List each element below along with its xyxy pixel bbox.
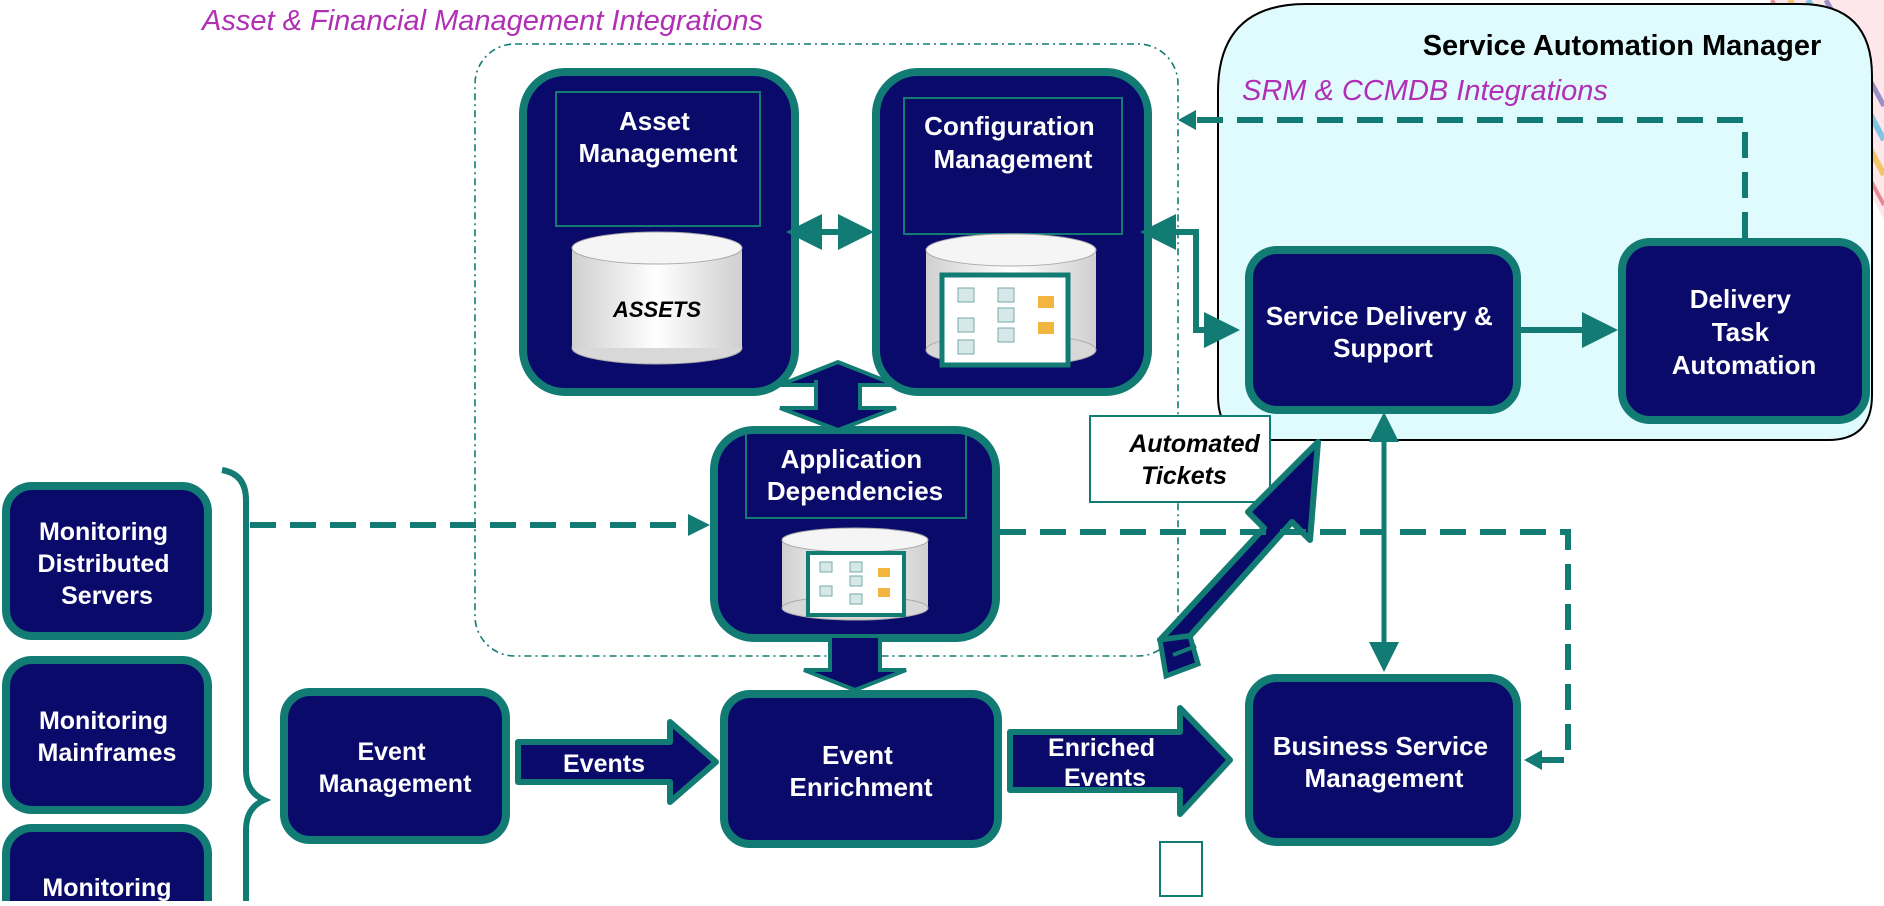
enriched-events-label-1: Enriched: [1048, 734, 1155, 762]
svg-text:Automated Tickets: Automated Tickets: [1128, 430, 1267, 490]
svg-text:Service Delivery & Suppo: Service Delivery & Support: [1266, 301, 1500, 363]
bsm-label-1: Business Service: [1273, 731, 1488, 761]
config-service-delivery-connector: [1140, 214, 1240, 348]
automated-tickets-label-box: [1089, 415, 1271, 503]
dependencies-up-down-arrow: [779, 359, 897, 433]
event-management-box[interactable]: Event Management: [280, 688, 510, 844]
application-dependencies-label-2: Dependencies: [767, 476, 943, 506]
dependencies-to-enrichment-arrow: [803, 634, 907, 693]
srm-ccmdb-title: SRM & CCMDB Integrations: [1242, 75, 1608, 107]
bsm-label-2: Management: [1305, 763, 1464, 793]
dependencies-to-bsm-dashed-arrow: [1000, 529, 1571, 763]
small-empty-box: [1159, 841, 1203, 897]
dependencies-database-icon: [781, 527, 929, 621]
enriched-events-label-2: Events: [1064, 764, 1146, 792]
configuration-management-label-1: Configuration: [924, 111, 1094, 141]
application-dependencies-label-1: Application: [781, 444, 923, 474]
event-enrichment-box[interactable]: Event Enrichment: [720, 690, 1002, 848]
svg-text:Configuration Management: Configuration Management: [924, 111, 1102, 174]
asset-management-label-1: Asset: [619, 106, 690, 136]
monitoring-third-box[interactable]: Monitoring: [2, 824, 212, 906]
svg-text:Delivery Task Auto: Delivery Task Automation: [1672, 284, 1816, 380]
events-arrow-label: Events: [563, 750, 645, 778]
svg-text:Monitoring Distributed: Monitoring Distributed Servers: [38, 518, 177, 610]
monitoring-brace: [221, 467, 272, 901]
configuration-management-box[interactable]: Configuration Management: [872, 68, 1152, 396]
asset-management-label-2: Management: [579, 138, 738, 168]
svg-text:Application Dependencies: Application Dependencies: [767, 444, 943, 506]
svg-text:Event Enrichment: Event Enrichment: [789, 740, 932, 802]
service-delivery-support-box[interactable]: Service Delivery & Support: [1245, 246, 1521, 414]
mon-distributed-label-1: Monitoring: [39, 518, 168, 546]
mon-distributed-label-3: Servers: [61, 582, 153, 610]
mon-distributed-label-2: Distributed: [38, 550, 170, 578]
svg-text:Asset Management: Asset Management: [579, 106, 738, 168]
event-enrichment-label-2: Enrichment: [789, 772, 932, 802]
service-delivery-label-2: Support: [1333, 333, 1433, 363]
svg-text:Business Service Managem: Business Service Management: [1273, 731, 1496, 793]
automated-tickets-label-1: Automated: [1128, 430, 1260, 458]
dependencies-to-bsm-arrowhead: [1524, 750, 1542, 770]
sam-title: Service Automation Manager: [1423, 30, 1822, 62]
mon-mainframes-label-2: Mainframes: [38, 739, 177, 767]
application-dependencies-box[interactable]: Application Dependencies: [710, 426, 1000, 642]
delivery-task-label-1: Delivery: [1690, 284, 1792, 314]
svg-text:Enriched Events: Enriched Events: [1048, 734, 1162, 792]
monitoring-to-dependencies-arrowhead: [688, 514, 710, 536]
task-to-config-dashed-arrow: [1194, 117, 1748, 238]
ccmdb-database-icon: [925, 233, 1097, 368]
automated-tickets-arrow: [1157, 439, 1321, 680]
mon-third-label-1: Monitoring: [42, 874, 171, 901]
service-delivery-label-1: Service Delivery &: [1266, 301, 1493, 331]
task-to-config-arrowhead: [1178, 110, 1196, 130]
automated-tickets-label-2: Tickets: [1141, 462, 1227, 490]
assets-db-label: ASSETS: [612, 297, 701, 322]
assets-database-icon: ASSETS: [571, 231, 743, 365]
enriched-events-arrow: Enriched Events: [1007, 705, 1233, 817]
svg-text:Monitoring: Monitoring: [42, 874, 171, 901]
delivery-task-automation-box[interactable]: Delivery Task Automation: [1618, 238, 1870, 424]
svg-text:Event Management: Event Management: [319, 738, 472, 798]
monitoring-mainframes-box[interactable]: Monitoring Mainframes: [2, 656, 212, 814]
event-enrichment-label-1: Event: [822, 740, 893, 770]
business-service-management-box[interactable]: Business Service Management: [1245, 674, 1521, 846]
mon-mainframes-label-1: Monitoring: [39, 707, 168, 735]
svg-text:Monitoring Mainframes: Monitoring Mainframes: [38, 707, 177, 767]
delivery-task-label-3: Automation: [1672, 350, 1816, 380]
monitoring-distributed-servers-box[interactable]: Monitoring Distributed Servers: [2, 482, 212, 640]
asset-financial-region: [474, 43, 1179, 657]
asset-financial-title: Asset & Financial Management Integration…: [200, 5, 763, 37]
event-management-label-2: Management: [319, 770, 472, 798]
asset-management-box[interactable]: Asset Management ASSETS: [519, 68, 799, 396]
delivery-task-label-2: Task: [1712, 317, 1770, 347]
events-arrow: Events: [515, 719, 719, 805]
configuration-management-label-2: Management: [934, 144, 1093, 174]
event-management-label-1: Event: [357, 738, 426, 766]
